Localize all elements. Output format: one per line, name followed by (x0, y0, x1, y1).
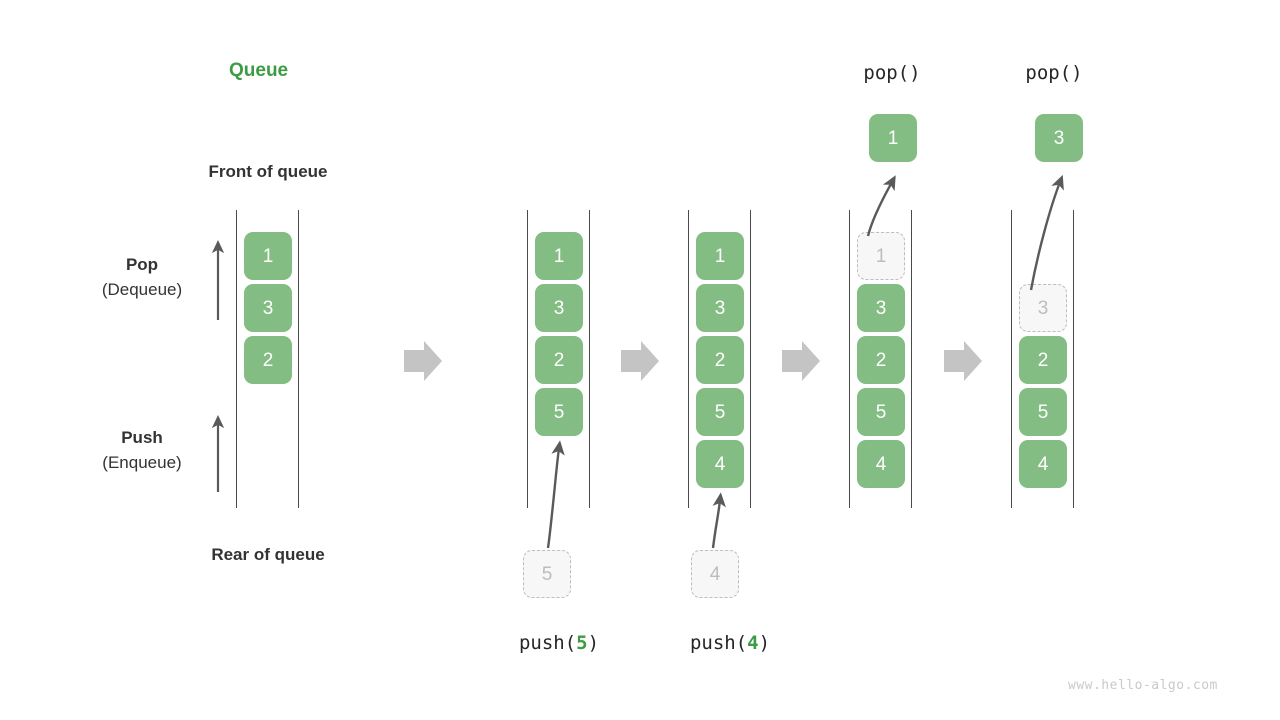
queue-cell: 3 (857, 284, 905, 332)
vacated-cell: 3 (1019, 284, 1067, 332)
queue-cell: 3 (696, 284, 744, 332)
queue-cell: 2 (1019, 336, 1067, 384)
diagram-title: Queue (229, 60, 289, 81)
pop-caption-1: pop() (863, 62, 921, 84)
dequeue-arrow-1 (866, 175, 896, 237)
rail-right (589, 210, 591, 508)
push-side-label: Push (Enqueue) (62, 426, 222, 476)
rail-right (911, 210, 913, 508)
pending-cell: 5 (523, 550, 571, 598)
queue-cell: 5 (535, 388, 583, 436)
push-caption-2-prefix: push( (689, 632, 748, 654)
queue-cell: 2 (244, 336, 292, 384)
pop-caption-2: pop() (1025, 62, 1083, 84)
push-label-sub: (Enqueue) (102, 453, 182, 472)
queue-cell: 4 (1019, 440, 1067, 488)
dequeue-arrow-2 (1029, 174, 1064, 291)
pop-label-title: Pop (125, 255, 159, 274)
flow-arrow-2 (621, 341, 659, 381)
flow-arrow-4 (944, 341, 982, 381)
queue-cell: 4 (696, 440, 744, 488)
rail-left (849, 210, 851, 508)
rail-left (527, 210, 529, 508)
pending-cell: 4 (691, 550, 739, 598)
queue-cell: 1 (535, 232, 583, 280)
queue-cell: 2 (857, 336, 905, 384)
rear-of-queue-label: Rear of queue (211, 545, 325, 564)
front-of-queue-label: Front of queue (208, 162, 328, 181)
push-label-title: Push (121, 428, 163, 447)
push-caption-1: push(5) (489, 632, 629, 654)
enqueue-arrow-4 (711, 492, 726, 549)
push-caption-2-suffix: ) (758, 632, 771, 654)
queue-cell: 2 (696, 336, 744, 384)
queue-cell: 5 (1019, 388, 1067, 436)
rail-left (688, 210, 690, 508)
push-caption-1-suffix: ) (587, 632, 600, 654)
popped-cell: 1 (869, 114, 917, 162)
queue-cell: 3 (244, 284, 292, 332)
rail-left (236, 210, 238, 508)
push-caption-1-prefix: push( (518, 632, 577, 654)
queue-cell: 3 (535, 284, 583, 332)
popped-cell: 3 (1035, 114, 1083, 162)
rail-right (298, 210, 300, 508)
watermark: www.hello-algo.com (1068, 678, 1218, 693)
pop-side-label: Pop (Dequeue) (62, 253, 222, 303)
rail-right (1073, 210, 1075, 508)
push-caption-1-arg: 5 (576, 632, 588, 654)
flow-arrow-3 (782, 341, 820, 381)
queue-cell: 5 (696, 388, 744, 436)
enqueue-arrow-5 (546, 440, 565, 549)
push-caption-2: push(4) (660, 632, 800, 654)
flow-arrow-1 (404, 341, 442, 381)
push-caption-2-arg: 4 (747, 632, 759, 654)
queue-cell: 1 (696, 232, 744, 280)
vacated-cell: 1 (857, 232, 905, 280)
queue-cell: 2 (535, 336, 583, 384)
queue-cell: 4 (857, 440, 905, 488)
queue-cell: 5 (857, 388, 905, 436)
queue-cell: 1 (244, 232, 292, 280)
rail-right (750, 210, 752, 508)
pop-label-sub: (Dequeue) (101, 280, 183, 299)
rail-left (1011, 210, 1013, 508)
